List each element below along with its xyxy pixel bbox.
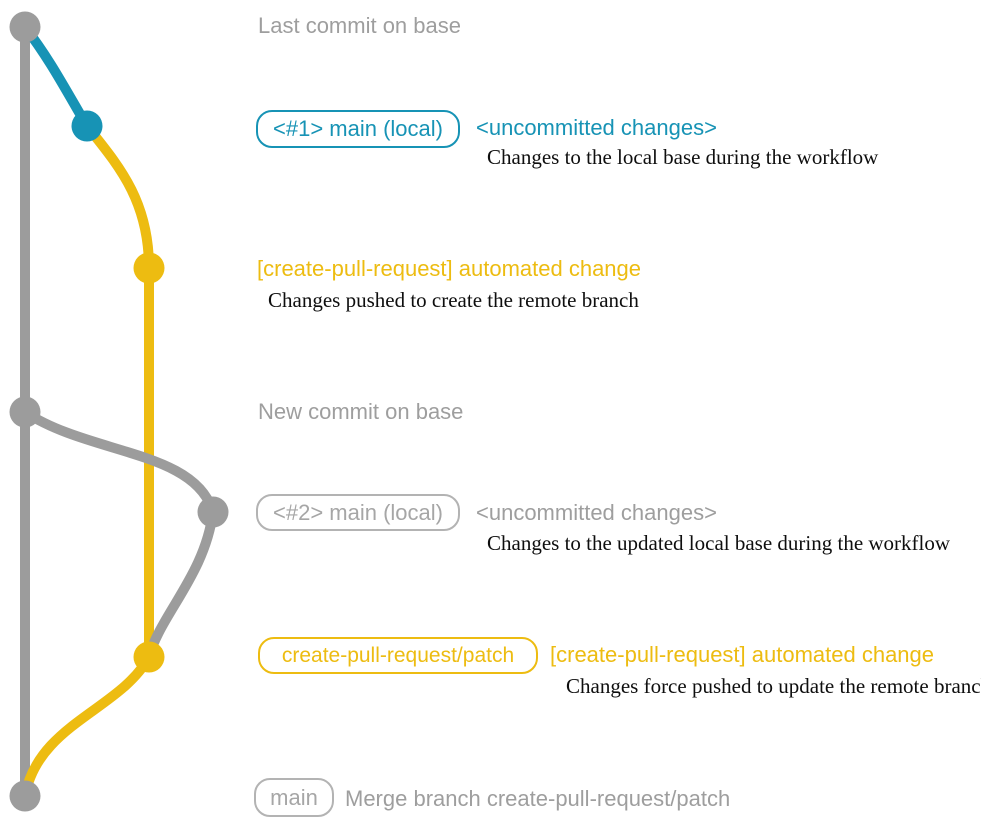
commit-dot-new-base bbox=[9, 396, 41, 428]
branch-badge-main-label: main bbox=[270, 784, 318, 810]
branch-badge-main-local-2: <#2> main (local) bbox=[256, 494, 460, 531]
branch-badge-create-pull-request-patch-label: create-pull-request/patch bbox=[281, 643, 515, 667]
commit-dot-automated-1 bbox=[133, 252, 165, 284]
commit-title-automated-1: [create-pull-request] automated change bbox=[257, 256, 642, 281]
commit-title-uncommitted-1: <uncommitted changes> bbox=[476, 115, 717, 140]
commit-desc-uncommitted-1: Changes to the local base during the wor… bbox=[487, 145, 879, 169]
rebase-branch-line bbox=[144, 507, 218, 662]
label-new-commit-on-base: New commit on base bbox=[258, 399, 464, 424]
commit-title-uncommitted-2: <uncommitted changes> bbox=[476, 500, 717, 525]
branch-badge-main: main bbox=[254, 778, 334, 817]
commit-desc-automated-1: Changes pushed to create the remote bran… bbox=[268, 288, 639, 312]
commit-dot-last-base bbox=[9, 11, 41, 43]
commit-desc-uncommitted-2: Changes to the updated local base during… bbox=[487, 531, 951, 555]
merge-branch-line bbox=[20, 652, 154, 801]
git-graph bbox=[9, 11, 229, 812]
local-changes-branch-line bbox=[20, 22, 92, 131]
commit-dot-uncommitted-2 bbox=[197, 496, 229, 528]
branch-badge-main-local-1: <#1> main (local) bbox=[256, 110, 460, 148]
commit-title-merge: Merge branch create-pull-request/patch bbox=[345, 786, 731, 811]
branch-badge-main-local-2-label: <#2> main (local) bbox=[273, 499, 443, 525]
commit-dot-automated-2 bbox=[133, 641, 165, 673]
commit-dot-merge bbox=[9, 780, 41, 812]
branch-badge-create-pull-request-patch: create-pull-request/patch bbox=[258, 637, 538, 674]
commit-dot-uncommitted-1 bbox=[71, 110, 103, 142]
commit-desc-automated-2: Changes force pushed to update the remot… bbox=[566, 674, 981, 698]
label-last-commit-on-base: Last commit on base bbox=[258, 13, 461, 38]
pull-request-branch-line bbox=[82, 121, 154, 662]
updated-base-branch-line bbox=[20, 407, 218, 517]
branch-badge-main-local-1-label: <#1> main (local) bbox=[273, 116, 443, 141]
commit-title-automated-2: [create-pull-request] automated change bbox=[550, 642, 935, 667]
